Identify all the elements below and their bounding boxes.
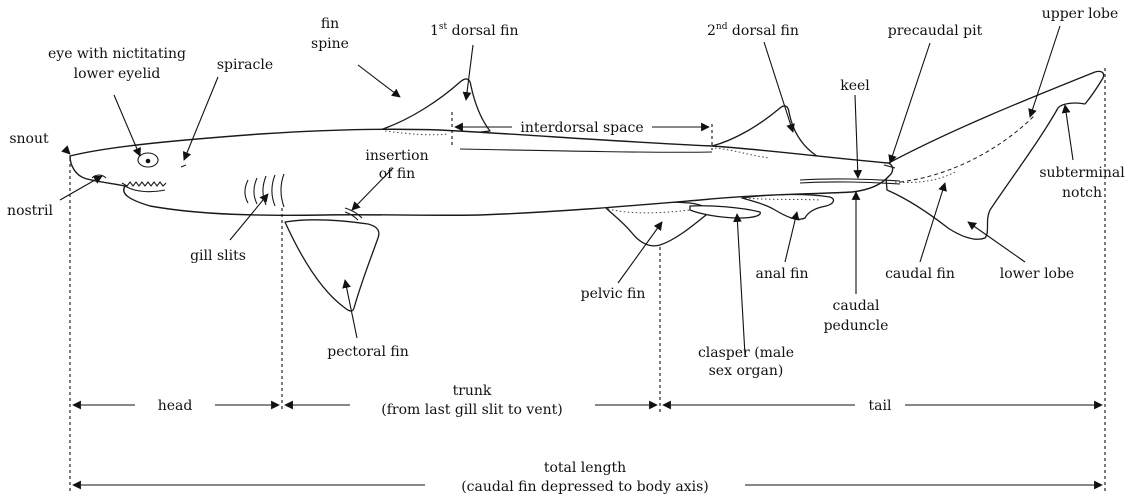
label-fin-spine-line2: spine [311,36,349,52]
label-snout: snout [9,131,49,147]
lateral-line [459,148,713,153]
label-tail: tail [869,398,892,414]
lower-jaw-line [124,185,166,193]
label-gill-slits: gill slits [190,248,246,264]
label-upper-lobe: upper lobe [1042,6,1119,22]
label-lower-lobe: lower lobe [1000,266,1074,282]
label-clasper-line1: clasper (male [698,345,794,361]
label-subterminal-line1: subterminal [1039,165,1125,181]
label-head: head [158,398,193,414]
pectoral-insertion-mark [344,207,363,221]
anal-fin-shape [741,193,835,220]
label-interdorsal-space: interdorsal space [520,120,643,136]
label-spiracle: spiracle [217,57,273,73]
shark-body-shape [69,128,894,217]
fin-base-dots [384,130,956,214]
label-total-length-line1: total length [544,460,626,476]
label-caudal-peduncle-line1: caudal [833,298,881,314]
label-second-dorsal-fin: 2nd dorsal fin [707,22,799,39]
first-dorsal-fin-shape [379,78,491,135]
precaudal-pit-mark [883,164,896,169]
label-total-length-line2: (caudal fin depressed to body axis) [461,479,709,495]
label-pectoral-fin: pectoral fin [327,344,408,360]
caudal-fin-shape [884,70,1105,240]
label-pelvic-fin: pelvic fin [581,286,646,302]
label-pointers [59,25,1074,356]
label-insertion-line2: of fin [379,166,415,182]
keel-ridge [799,178,901,185]
eye-shape [137,152,159,168]
clasper-shape [689,205,761,219]
teeth [121,181,167,187]
eye-pupil [145,158,151,164]
anatomy-labels: fin spine 1st dorsal fin eye with nictit… [7,6,1125,379]
label-caudal-peduncle-line2: peduncle [824,318,889,334]
label-fin-spine-line1: fin [321,16,339,32]
label-eye-line2: lower eyelid [74,66,161,82]
label-subterminal-line2: notch [1062,185,1102,201]
label-anal-fin: anal fin [756,266,809,282]
pectoral-fin-shape [284,219,380,312]
label-trunk-line2: (from last gill slit to vent) [381,402,562,418]
label-nostril: nostril [7,203,53,219]
label-first-dorsal-fin: 1st dorsal fin [430,22,519,39]
spiracle-mark [180,164,187,168]
measurement-guides [69,68,1106,492]
shark-outline [69,70,1105,312]
label-caudal-fin: caudal fin [885,266,955,282]
label-keel: keel [840,78,870,94]
label-insertion-line1: insertion [365,148,428,164]
caudal-axis-line [899,114,1036,183]
label-eye-line1: eye with nictitating [48,46,186,62]
label-precaudal-pit: precaudal pit [888,23,983,39]
label-trunk-line1: trunk [453,383,492,399]
measurement-labels: head trunk (from last gill slit to vent)… [158,383,892,495]
interdorsal-dimension [451,112,713,150]
label-clasper-line2: sex organ) [709,363,784,379]
